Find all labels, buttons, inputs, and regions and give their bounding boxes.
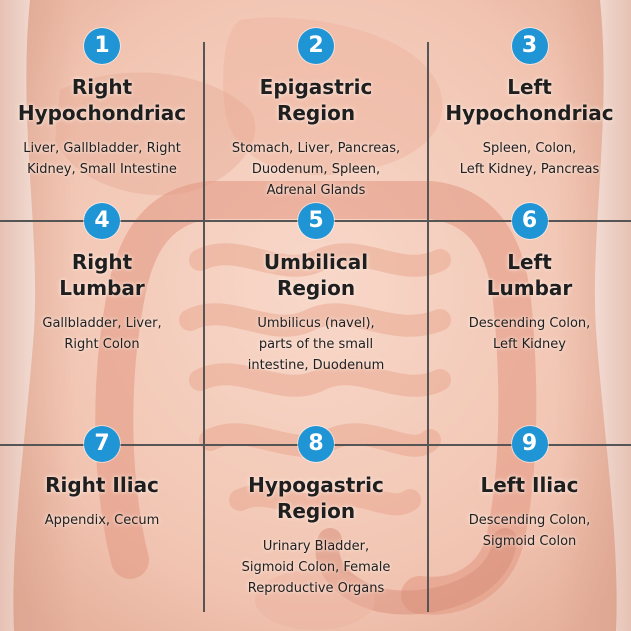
region-left-lumbar: 6 Left Lumbar Descending Colon, Left Kid…	[428, 203, 631, 355]
region-title: Right Hypochondriac	[17, 75, 187, 125]
region-organs: Liver, Gallbladder, Right Kidney, Small …	[23, 141, 181, 177]
region-hypogastric: 8 Hypogastric Region Urinary Bladder, Si…	[204, 426, 428, 599]
region-right-iliac: 7 Right Iliac Appendix, Cecum	[0, 426, 204, 531]
region-title: Hypogastric Region	[248, 473, 384, 523]
region-number-badge: 6	[511, 203, 548, 239]
region-organs: Descending Colon, Sigmoid Colon	[468, 513, 591, 549]
region-epigastric: 2 Epigastric Region Stomach, Liver, Panc…	[204, 28, 428, 201]
region-organs: Gallbladder, Liver, Right Colon	[42, 316, 162, 352]
region-organs: Descending Colon, Left Kidney	[468, 316, 591, 352]
region-organs: Appendix, Cecum	[44, 513, 160, 528]
region-umbilical: 5 Umbilical Region Umbilicus (navel), pa…	[204, 203, 428, 376]
region-organs: Urinary Bladder, Sigmoid Colon, Female R…	[241, 539, 391, 596]
region-number-badge: 4	[84, 203, 120, 239]
region-number-badge: 3	[511, 28, 548, 64]
region-number-badge: 7	[84, 426, 120, 462]
bladder-shape	[255, 570, 375, 630]
region-title: Left Hypochondriac	[445, 75, 614, 125]
region-left-iliac: 9 Left Iliac Descending Colon, Sigmoid C…	[428, 426, 631, 552]
region-title: Left Lumbar	[486, 250, 573, 300]
region-title: Umbilical Region	[263, 250, 369, 300]
region-title: Right Iliac	[45, 473, 159, 497]
region-number-badge: 5	[298, 203, 334, 239]
region-title: Left Iliac	[480, 473, 579, 497]
region-title: Epigastric Region	[259, 75, 373, 125]
sigmoid-colon	[315, 528, 517, 615]
region-number-badge: 2	[298, 28, 334, 64]
region-number-badge: 9	[511, 426, 548, 462]
liver-shape	[55, 72, 256, 196]
region-right-hypochondriac: 1 Right Hypochondriac Liver, Gallbladder…	[0, 28, 204, 180]
region-organs: Umbilicus (navel), parts of the small in…	[247, 316, 385, 373]
stomach-shape	[223, 17, 443, 176]
region-number-badge: 1	[84, 28, 120, 64]
region-title: Right Lumbar	[59, 250, 145, 300]
region-right-lumbar: 4 Right Lumbar Gallbladder, Liver, Right…	[0, 203, 204, 355]
region-number-badge: 8	[298, 426, 334, 462]
region-organs: Stomach, Liver, Pancreas, Duodenum, Sple…	[231, 141, 401, 198]
region-left-hypochondriac: 3 Left Hypochondriac Spleen, Colon, Left…	[428, 28, 631, 180]
region-organs: Spleen, Colon, Left Kidney, Pancreas	[459, 141, 600, 177]
